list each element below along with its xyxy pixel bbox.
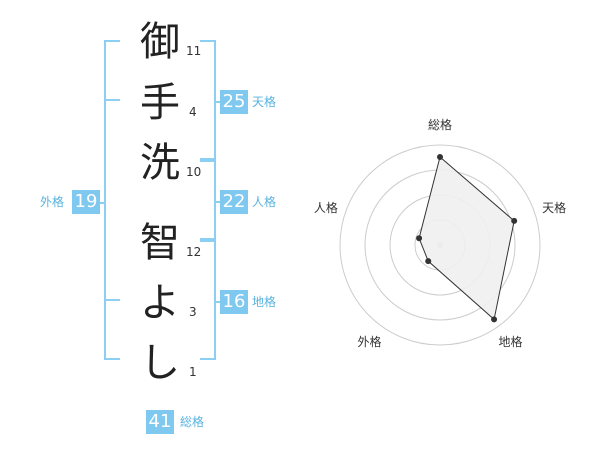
jinkaku-bracket xyxy=(200,160,216,240)
chikaku-bracket xyxy=(200,240,216,360)
jinkaku-label: 人格 xyxy=(252,195,277,209)
name-char-1: 御 xyxy=(140,19,180,65)
name-char-5: よ xyxy=(140,280,180,326)
stroke-count-3: 10 xyxy=(186,165,202,179)
radar-point-2 xyxy=(511,217,518,224)
radar-axis-label-3: 地格 xyxy=(499,334,523,349)
tenkaku-connector xyxy=(214,101,220,103)
gaikaku-tick-lower xyxy=(104,299,120,301)
tenkaku-value-badge: 25 xyxy=(220,90,248,114)
radar-axis-label-2: 天格 xyxy=(542,200,566,215)
stroke-count-5: 3 xyxy=(189,305,197,319)
jinkaku-value-badge: 22 xyxy=(220,190,248,214)
stroke-count-1: 11 xyxy=(186,44,202,58)
name-char-3: 洗 xyxy=(140,140,180,186)
soukaku-value-badge: 41 xyxy=(146,410,174,434)
gaikaku-value-badge: 19 xyxy=(72,190,100,214)
stroke-count-4: 12 xyxy=(186,245,202,259)
gaikaku-label: 外格 xyxy=(40,195,65,209)
stroke-count-2: 4 xyxy=(189,105,197,119)
name-char-2: 手 xyxy=(140,80,180,126)
stroke-count-6: 1 xyxy=(189,365,197,379)
radar-axis-label-4: 外格 xyxy=(357,334,381,349)
name-char-6: し xyxy=(140,340,180,386)
gaikaku-tick-upper xyxy=(104,99,120,101)
gaikaku-connector xyxy=(98,202,106,204)
tenkaku-bracket xyxy=(200,40,216,160)
tenkaku-label: 天格 xyxy=(252,95,277,109)
radar-point-1 xyxy=(437,154,443,160)
radar-ring-4 xyxy=(339,144,541,346)
gaikaku-bracket xyxy=(104,40,120,360)
radar-point-3 xyxy=(491,316,498,323)
jinkaku-connector xyxy=(214,201,220,203)
chikaku-label: 地格 xyxy=(252,295,277,309)
radar-value-polygon xyxy=(418,156,515,321)
radar-axis-label-5: 人格 xyxy=(314,200,338,215)
radar-axis-label-1: 総格 xyxy=(428,117,452,132)
soukaku-label: 総格 xyxy=(180,415,205,429)
name-char-4: 智 xyxy=(140,220,180,266)
chikaku-connector xyxy=(214,301,220,303)
radar-point-4 xyxy=(425,258,432,265)
chikaku-value-badge: 16 xyxy=(220,290,248,314)
radar-point-5 xyxy=(416,235,423,242)
